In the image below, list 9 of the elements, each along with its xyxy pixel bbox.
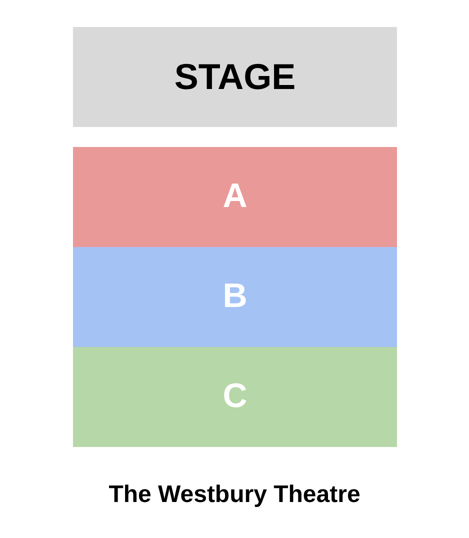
seating-section bbox=[73, 147, 397, 247]
stage-area bbox=[73, 27, 397, 127]
section-label: A bbox=[222, 178, 248, 216]
section-label: B bbox=[222, 278, 248, 316]
seating-section bbox=[73, 247, 397, 347]
section-label: C bbox=[222, 378, 248, 416]
seating-section bbox=[73, 347, 397, 447]
stage-label: STAGE bbox=[174, 57, 296, 97]
venue-caption: The Westbury Theatre bbox=[108, 481, 360, 508]
